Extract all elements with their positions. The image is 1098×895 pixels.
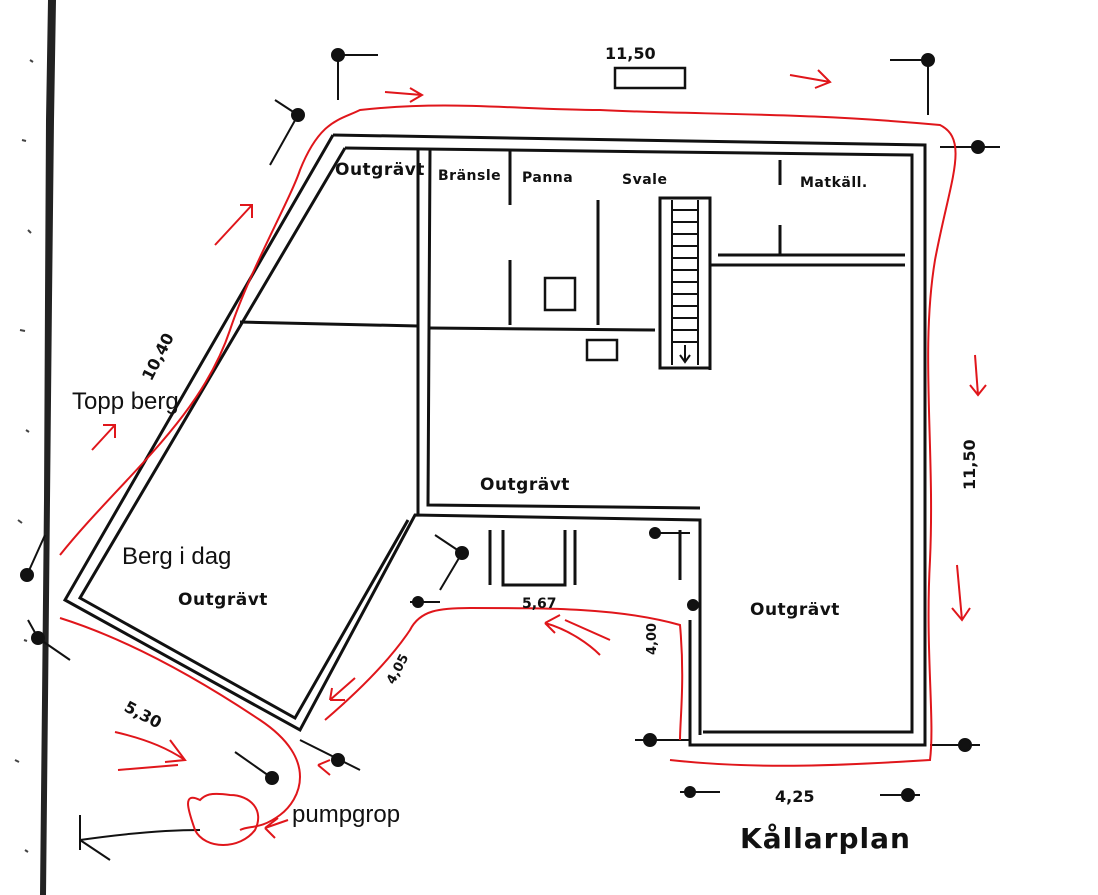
dimension-markers <box>20 48 1000 802</box>
plan-title: Kållarplan <box>740 822 911 855</box>
red-markup <box>59 69 987 846</box>
staircase <box>658 196 712 370</box>
walls <box>62 133 927 747</box>
annotation-pumpgrop: pumpgrop <box>292 801 401 828</box>
room-label-outgravt-left: Outgrävt <box>178 590 268 610</box>
room-label-outgravt-right: Outgrävt <box>750 600 840 620</box>
room-label-matkall: Matkäll. <box>800 175 868 191</box>
room-label-bransle: Bränsle <box>438 168 502 184</box>
room-label-svale: Svale <box>622 172 668 188</box>
dimension-inner-horizontal: 5,67 <box>522 596 557 612</box>
dimension-inner-vertical: 4,00 <box>645 622 660 655</box>
room-label-outgravt-center: Outgrävt <box>480 475 570 495</box>
annotation-berg-i-dag: Berg i dag <box>122 543 232 570</box>
room-label-panna: Panna <box>522 170 574 186</box>
room-label-outgravt-top-left: Outgrävt <box>335 160 425 180</box>
pumpgrop-outline <box>79 815 201 861</box>
annotation-topp-berg: Topp berg <box>72 388 179 415</box>
dimension-top: 11,50 <box>605 44 656 63</box>
dimension-bottom-right: 4,25 <box>775 787 815 806</box>
chimney <box>543 66 687 362</box>
scan-edge <box>14 0 56 895</box>
dimension-right: 11,50 <box>960 439 979 490</box>
